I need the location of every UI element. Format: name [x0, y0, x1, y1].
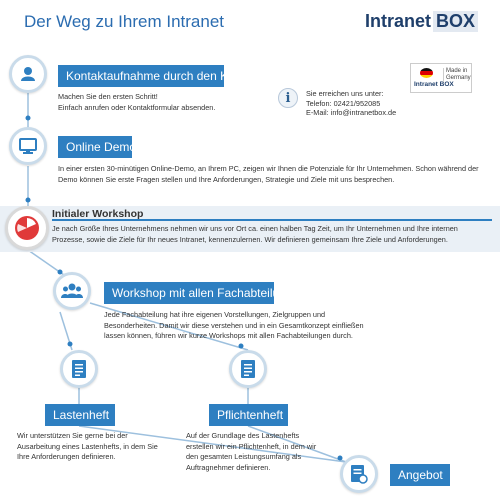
logo-box-text: BOX	[433, 11, 479, 32]
contact-line-1: Sie erreichen uns unter:	[306, 89, 384, 98]
step-banner-pflichtenheft[interactable]: Pflichtenheft	[209, 404, 288, 426]
pie-chart-icon	[5, 206, 49, 250]
step-title-initialer-workshop[interactable]: Initialer Workshop	[52, 208, 144, 220]
highlight-underline	[52, 219, 492, 221]
made-in-germany-badge: Intranet BOX Made in Germany	[410, 63, 472, 93]
badge-brand: Intranet BOX	[414, 81, 454, 88]
step-text-kontaktaufnahme: Machen Sie den ersten Schritt! Einfach a…	[58, 92, 216, 112]
monitor-icon	[9, 127, 47, 165]
step-banner-lastenheft[interactable]: Lastenheft	[45, 404, 115, 426]
contact-phone[interactable]: Telefon: 02421/952085	[306, 98, 381, 108]
step-banner-workshop-fachabteilungen[interactable]: Workshop mit allen Fachabteilungen	[104, 282, 306, 304]
step-text-online-demo: In einer ersten 30-minütigen Online-Demo…	[58, 164, 479, 184]
german-flag-icon	[420, 68, 433, 78]
step-banner-kontaktaufnahme[interactable]: Kontaktaufnahme durch den Kunden	[58, 65, 261, 87]
step-banner-angebot[interactable]: Angebot	[390, 464, 450, 486]
info-icon: i	[278, 88, 298, 108]
contact-email[interactable]: E-Mail: info@intranetbox.de	[306, 108, 397, 117]
logo-text: Intranet	[365, 11, 432, 31]
offer-document-icon	[340, 455, 378, 493]
step-text-initialer-workshop: Je nach Größe Ihres Unternehmens nehmen …	[52, 224, 458, 244]
contact-info: Sie erreichen uns unter: Telefon: 02421/…	[306, 89, 396, 118]
page-title: Der Weg zu Ihrem Intranet	[24, 12, 224, 31]
group-icon	[53, 272, 91, 310]
document-icon	[60, 350, 98, 388]
step-banner-online-demo[interactable]: Online Demo	[58, 136, 136, 158]
highlight-band-initialer-workshop	[0, 206, 500, 252]
person-icon	[9, 55, 47, 93]
step-text-workshop-fachabteilungen: Jede Fachabteilung hat ihre eigenen Vors…	[104, 310, 364, 340]
document-icon	[229, 350, 267, 388]
step-text-pflichtenheft: Auf der Grundlage des Lastenhefts erstel…	[186, 431, 317, 472]
badge-made-in: Made in Germany	[443, 68, 471, 82]
step-text-lastenheft: Wir unterstützen Sie gerne bei der Ausar…	[17, 431, 158, 461]
